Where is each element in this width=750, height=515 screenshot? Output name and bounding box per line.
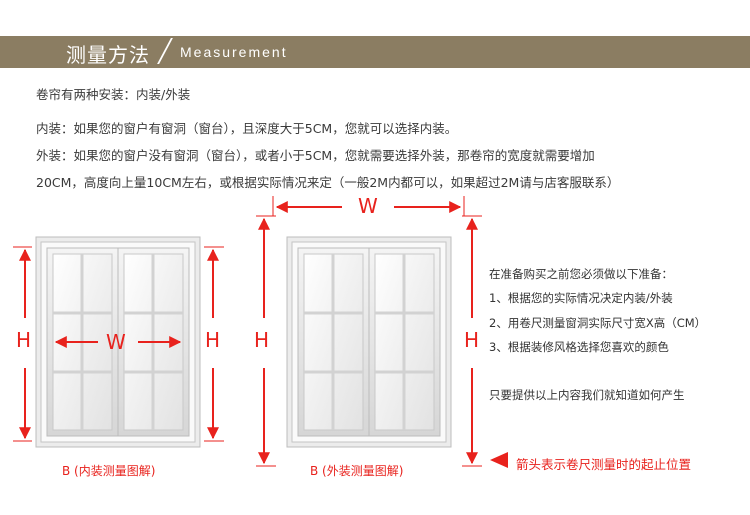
section-title: 测量方法 [66, 43, 150, 67]
outer-caption: B (外装测量图解) [310, 464, 404, 478]
prep-intro: 在准备购买之前您必须做以下准备： [489, 267, 673, 281]
intro-line-3: 外装：如果您的窗户没有窗洞（窗台），或者小于5CM，您就需要选择外装，那卷帘的宽… [36, 148, 595, 163]
intro-line-2: 内装：如果您的窗户有窗洞（窗台），且深度大于5CM，您就可以选择内装。 [36, 121, 458, 136]
prep-item-2: 2、用卷尺测量窗洞实际尺寸宽X高（CM） [489, 316, 707, 330]
outer-h-left-label: H [254, 328, 270, 352]
inner-h-right-label: H [205, 328, 221, 352]
inner-w-label: W [106, 330, 126, 354]
inner-h-left-label: H [16, 328, 32, 352]
legend-text: 箭头表示卷尺测量时的起止位置 [516, 457, 692, 472]
outer-h-right-label: H [464, 328, 480, 352]
prep-item-3: 3、根据装修风格选择您喜欢的颜色 [489, 340, 669, 354]
intro-line-4: 20CM，高度向上量10CM左右，或根据实际情况来定（一般2M内都可以，如果超过… [36, 175, 620, 190]
section-subtitle: Measurement [180, 44, 288, 60]
inner-caption: B (内装测量图解) [62, 464, 156, 478]
outer-w-label: W [358, 194, 378, 218]
legend-arrow-icon [490, 452, 508, 468]
section-header: 测量方法 Measurement [0, 36, 750, 68]
window-outer-install [286, 236, 452, 448]
intro-line-1: 卷帘有两种安装：内装/外装 [36, 87, 191, 102]
prep-note: 只要提供以上内容我们就知道如何产生 [489, 388, 685, 402]
prep-item-1: 1、根据您的实际情况决定内装/外装 [489, 291, 673, 305]
